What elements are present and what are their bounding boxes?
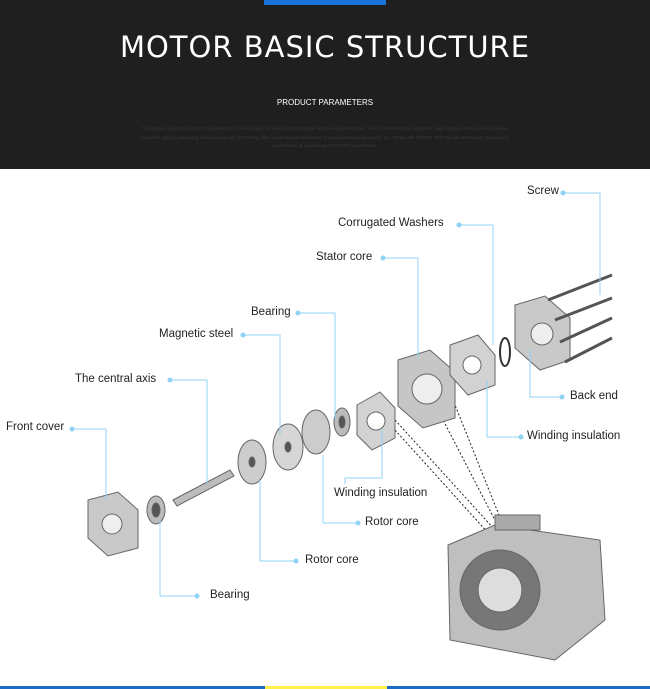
callout-dots xyxy=(69,190,566,599)
label-winding-insulation-right: Winding insulation xyxy=(527,430,621,442)
stator-core-part xyxy=(397,349,456,429)
bearing-bottom-part xyxy=(146,495,166,525)
exploded-motor-diagram xyxy=(69,190,613,661)
winding-insulation-part xyxy=(356,391,396,451)
label-magnetic-steel: Magnetic steel xyxy=(159,328,234,340)
washer-part xyxy=(499,337,511,367)
description: The company specializes in R & D and pro… xyxy=(141,126,509,148)
label-rotor-core-bottom: Rotor core xyxy=(305,554,359,566)
winding-insulation-right-part xyxy=(449,334,496,396)
label-front-cover: Front cover xyxy=(6,421,65,433)
label-bearing-top: Bearing xyxy=(251,306,291,318)
label-screw: Screw xyxy=(527,185,559,197)
page-title: MOTOR BASIC STRUCTURE xyxy=(119,30,531,64)
bottom-bar-blue-right xyxy=(387,686,650,689)
screws-part xyxy=(547,273,613,364)
top-accent-bar xyxy=(264,0,386,5)
shaft-part xyxy=(172,469,235,507)
assembled-motor-image xyxy=(447,514,606,661)
label-stator-core: Stator core xyxy=(316,251,373,263)
bearing-top-part xyxy=(333,407,351,437)
bottom-bar-blue-left xyxy=(0,686,265,689)
projection-lines xyxy=(394,379,506,536)
callout-lines xyxy=(72,192,601,597)
label-back-end: Back end xyxy=(570,390,618,402)
label-winding-insulation-center: Winding insulation xyxy=(334,487,428,499)
subtitle: PRODUCT PARAMETERS xyxy=(276,98,374,107)
back-end-part xyxy=(514,295,571,371)
label-central-axis: The central axis xyxy=(75,373,157,385)
magnetic-steel-part xyxy=(272,423,304,471)
label-bearing-bottom: Bearing xyxy=(210,589,250,601)
front-cover-part xyxy=(87,491,139,557)
bottom-bar-yellow xyxy=(265,686,387,689)
header-banner xyxy=(0,0,650,169)
rotor-core-part xyxy=(237,439,267,485)
label-rotor-core-center: Rotor core xyxy=(365,516,419,528)
rotor-core-2-part xyxy=(301,409,331,455)
label-corrugated-washers: Corrugated Washers xyxy=(338,217,444,229)
